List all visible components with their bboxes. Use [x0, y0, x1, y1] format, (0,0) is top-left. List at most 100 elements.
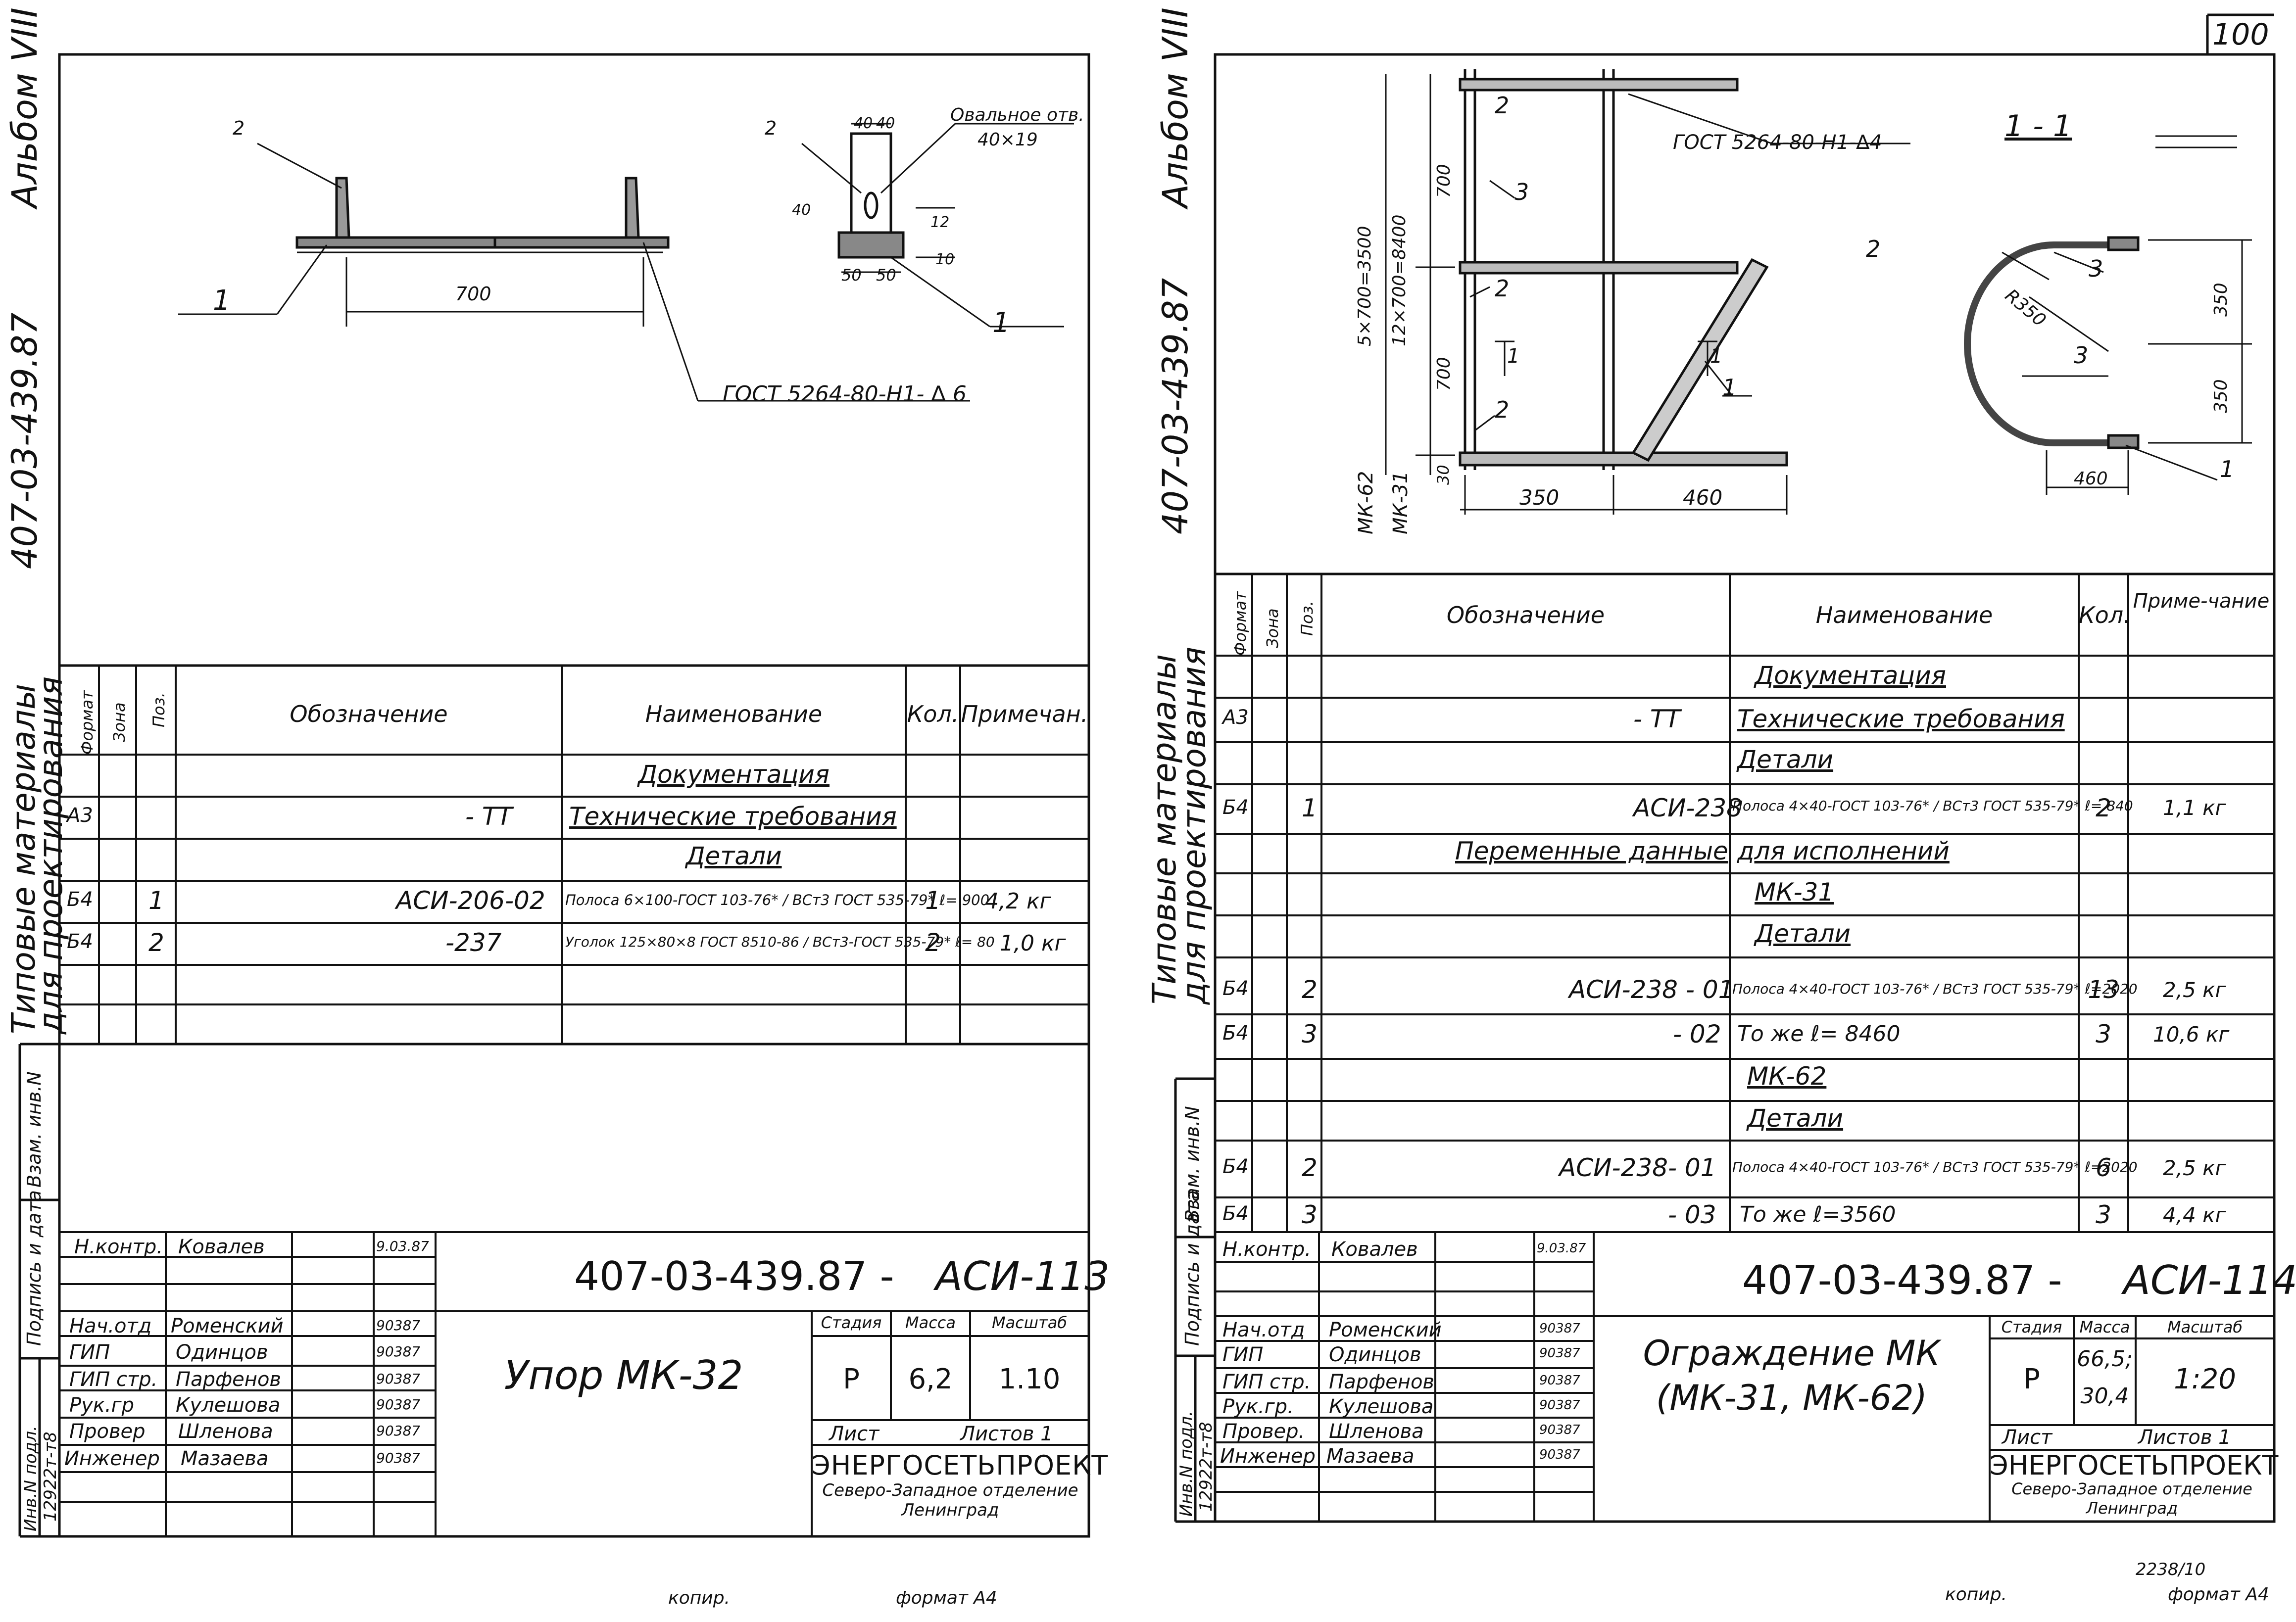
dimension-label: 10	[935, 251, 955, 268]
inv-number: 12922т-т8	[1196, 1422, 1216, 1512]
spec-row-format: Б4	[67, 930, 93, 953]
mass-value: 6,2	[908, 1363, 953, 1395]
spec-row-qty: 3	[2096, 1200, 2111, 1229]
doc-suffix: АСИ-114	[2123, 1257, 2296, 1303]
spec-row-format: А3	[1222, 706, 1249, 729]
stage-label: Стадия	[2001, 1318, 2062, 1336]
spec-row-name: Уголок 125×80×8 ГОСТ 8510-86 / ВСт3-ГОСТ…	[565, 934, 995, 950]
spec-row-note: 1,0 кг	[1000, 931, 1066, 956]
spec-row-designation: -237	[445, 928, 502, 957]
signer-role: Инженер	[64, 1447, 160, 1470]
signer-date: 90387	[376, 1396, 421, 1413]
sheets-label: Листов 1	[2138, 1426, 2231, 1449]
drawing-label: 1	[213, 285, 231, 317]
spec-row-pos: 2	[1302, 1153, 1318, 1182]
spec-row-name: Полоса 4×40-ГОСТ 103-76* / ВСт3 ГОСТ 535…	[1732, 1159, 2138, 1175]
spec-row-qty: 2	[925, 928, 941, 957]
weld-note: ГОСТ 5264-80-Н1-∆4	[1673, 131, 1882, 154]
spec-header-zone: Зона	[1263, 608, 1282, 648]
signer-date: 90387	[376, 1423, 421, 1439]
spec-row-name: Полоса 4×40-ГОСТ 103-76* / ВСт3 ГОСТ 535…	[1732, 981, 2138, 997]
spec-row-pos: 1	[1302, 794, 1318, 822]
album-label: Альбом VIII	[4, 7, 45, 208]
drawing-sheet-right: 100 Альбом VIII 407-03-439.87 Типовые ма…	[1138, 0, 2296, 1622]
signer-date: 90387	[1539, 1398, 1580, 1413]
dimension-label: 50	[876, 266, 896, 285]
spec-row-qty: 1	[925, 886, 941, 915]
signer-name: Роменский	[1329, 1319, 1442, 1341]
doc-code: 407-03-439.87 -	[574, 1253, 894, 1299]
signer-date: 90387	[1539, 1321, 1580, 1336]
spec-row-note: 10,6 кг	[2153, 1022, 2230, 1047]
signer-role: Нач.отд	[1222, 1319, 1305, 1341]
footer-format: формат А4	[2168, 1584, 2269, 1605]
signer-date: 90387	[1539, 1447, 1580, 1462]
signer-date: 90387	[1539, 1373, 1580, 1388]
signer-date: 9.03.87	[376, 1238, 429, 1254]
dimension-label: 50	[841, 266, 862, 285]
spec-row-format: Б4	[67, 888, 93, 911]
spec-header-zone: Зона	[110, 702, 129, 742]
org-sub: Северо-Западное отделение	[2011, 1479, 2252, 1498]
spec-row-designation: - ТТ	[1633, 705, 1681, 733]
sheet-left-linework	[18, 53, 1090, 1538]
mass-label: Масса	[2079, 1318, 2130, 1336]
spec-row-designation: - 02	[1673, 1020, 1721, 1049]
spec-row-format: Б4	[1222, 1022, 1249, 1045]
spec-row-name: для исполнений	[1737, 837, 1950, 865]
spec-header-qty: Кол.	[907, 701, 959, 727]
spec-row-name: Документация	[638, 760, 830, 789]
spec-row-note: 2,5 кг	[2163, 1156, 2226, 1180]
spec-row-name: Детали	[685, 842, 782, 870]
sheet-right-linework	[1174, 13, 2276, 1523]
doc-title-line1: Ограждение МК	[1643, 1333, 1941, 1374]
dimension-label: 40	[792, 201, 811, 219]
org-sub: Северо-Западное отделение	[822, 1480, 1078, 1500]
spec-row-designation: АСИ-238	[1633, 794, 1742, 822]
spec-header-qty: Кол.	[2079, 602, 2131, 628]
spec-row-qty: 2	[2096, 794, 2111, 822]
section-mark: 1	[1507, 345, 1520, 368]
dimension-label: 350	[2211, 379, 2231, 413]
signer-role: Н.контр.	[1222, 1238, 1311, 1261]
signer-role: Рук.гр	[69, 1394, 135, 1417]
spec-row-name: МК-31	[1755, 878, 1834, 906]
spec-row-note: 4,4 кг	[2163, 1203, 2226, 1227]
spec-row-designation: - ТТ	[465, 802, 513, 831]
signer-name: Роменский	[171, 1315, 284, 1337]
dimension-label: 40	[854, 115, 873, 132]
spec-row-designation: - 03	[1668, 1200, 1716, 1229]
signer-name: Парфенов	[1329, 1371, 1434, 1393]
section-label: 3	[2089, 255, 2103, 282]
drawing-label: 2	[233, 117, 245, 139]
section-mark: 1	[1710, 345, 1723, 368]
spec-row-name: Документация	[1755, 661, 1946, 690]
spec-row-designation: АСИ-238 - 01	[1569, 975, 1734, 1004]
side-label-inv: Инв.N подл.	[1176, 1411, 1196, 1517]
sheet-label: Лист	[2002, 1426, 2052, 1449]
stage-value: Р	[843, 1363, 860, 1395]
signer-role: ГИП стр.	[69, 1368, 158, 1391]
signer-date: 90387	[376, 1343, 421, 1360]
side-title-line2: для проектирования	[1175, 646, 1213, 1004]
spec-row-name: Детали	[1755, 919, 1851, 948]
signer-date: 90387	[1539, 1346, 1580, 1361]
mass-label: Масса	[905, 1313, 956, 1332]
signer-role: Рук.гр.	[1222, 1395, 1294, 1418]
spec-header-format: Формат	[78, 690, 97, 755]
spec-row-pos: 2	[148, 928, 164, 957]
spec-row-format: Б4	[1222, 796, 1249, 819]
album-label: Альбом VIII	[1155, 7, 1196, 208]
spec-row-name: То же ℓ=3560	[1740, 1202, 1896, 1227]
spec-row-name: Детали	[1747, 1104, 1844, 1133]
signer-role: ГИП	[69, 1341, 110, 1364]
section-title: 1 - 1	[2004, 109, 2072, 143]
signer-date: 90387	[1539, 1423, 1580, 1437]
dimension-label: 700	[1434, 164, 1454, 198]
dimension-label: 350	[2211, 283, 2231, 317]
side-label-signature: Подпись и дата	[23, 1190, 45, 1346]
spec-header-note: Примечан.	[961, 701, 1088, 727]
signer-name: Одинцов	[176, 1341, 268, 1364]
dimension-label: 12	[930, 214, 950, 231]
weld-note: ГОСТ 5264-80-Н1- ∆ 6	[723, 382, 967, 407]
